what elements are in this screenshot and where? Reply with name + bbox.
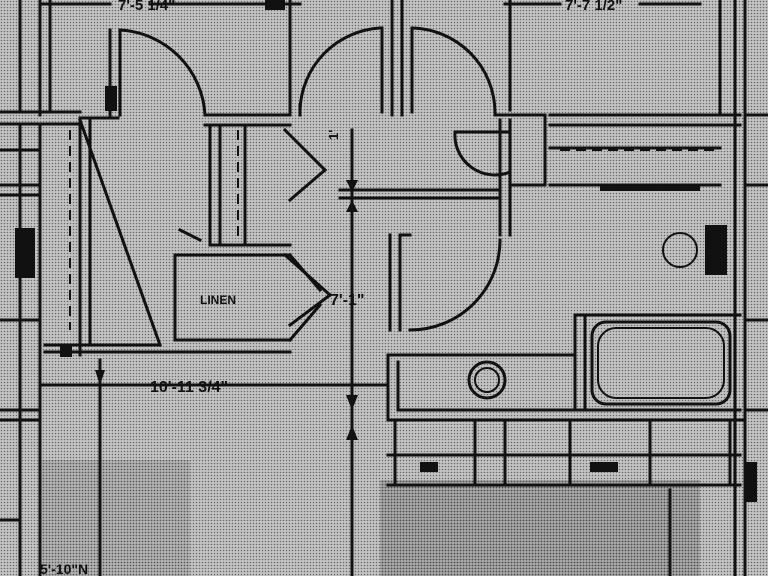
wall-block: [745, 462, 757, 502]
wall-block: [420, 462, 438, 472]
dimension-arrow: [346, 425, 358, 440]
bifold-door-upper: [282, 127, 328, 203]
wall-block: [265, 0, 285, 10]
dimension-arrow: [346, 395, 358, 410]
wall-block: [705, 225, 727, 275]
dimension-mid-upper: 1': [326, 130, 341, 140]
lower-dimension-lines: [38, 358, 672, 576]
wall-block: [15, 228, 35, 278]
right-hall: [453, 0, 547, 237]
linen-closet: [173, 123, 323, 343]
wall-block: [600, 185, 700, 191]
bathtub: [590, 320, 732, 406]
linen-closet-label: LINEN: [200, 293, 236, 307]
toilet-bowl: [467, 360, 507, 400]
dimension-arrow: [346, 180, 358, 192]
left-wall: [0, 0, 82, 576]
closet-left: [43, 116, 292, 357]
dimension-top-right: 7'-7 1/2": [565, 0, 622, 14]
wall-block: [105, 86, 117, 111]
bifold-door-lower: [282, 252, 333, 328]
wall-block: [60, 345, 72, 357]
vanity-counter: [386, 418, 742, 487]
bathroom-door: [388, 233, 502, 332]
hall-double-door: [288, 0, 497, 117]
dimension-mid-lower: 7'-1": [330, 292, 365, 309]
lower-shadow: [380, 480, 700, 576]
wall-block: [590, 462, 618, 472]
toilet-bowl-inner: [474, 367, 500, 393]
dimension-arrow: [346, 200, 358, 212]
bathroom: [386, 313, 747, 422]
bathtub-inner: [597, 327, 725, 399]
dimension-top-left: 7'-5 1/4": [118, 0, 175, 14]
sink-fixture: [662, 232, 698, 268]
lower-left-shadow: [40, 460, 190, 576]
dimension-arrow: [95, 370, 105, 385]
dimension-bottom-left: 10'-11 3/4": [150, 379, 228, 396]
dimension-bottom-edge: 5'-10"N: [40, 561, 88, 576]
